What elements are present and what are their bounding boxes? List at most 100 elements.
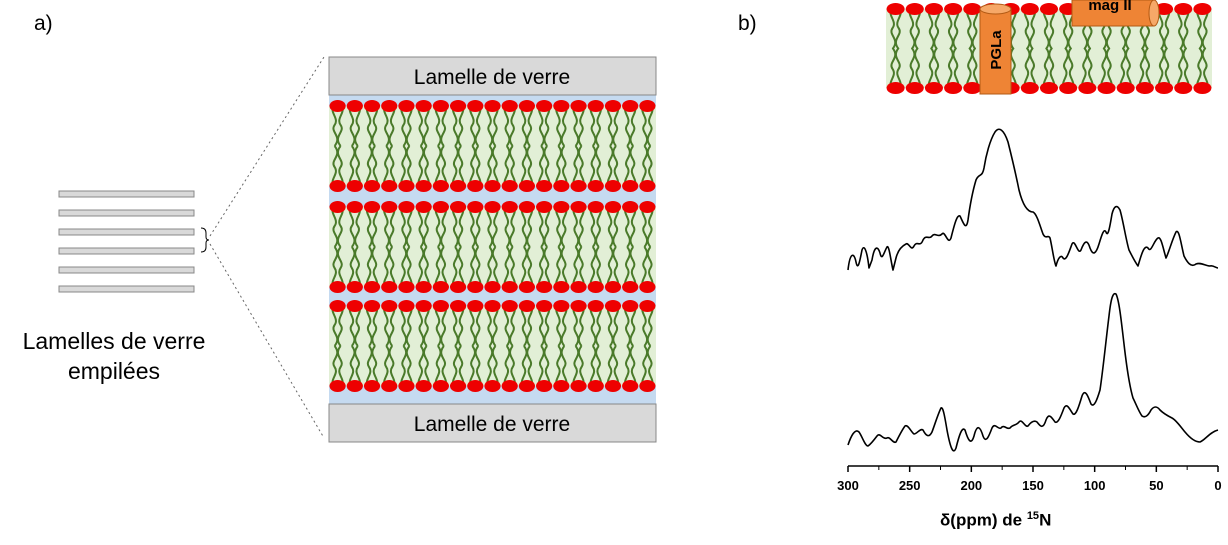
lipid-headgroup	[381, 201, 398, 213]
lipid-headgroup	[622, 300, 639, 312]
lipid-headgroup	[536, 100, 553, 112]
lipid-headgroup	[432, 180, 449, 192]
stacked-slide	[58, 190, 195, 198]
top-glass-slide	[328, 56, 657, 96]
lipid-headgroup	[398, 201, 415, 213]
lipid-headgroup	[518, 180, 536, 192]
lipid-headgroup	[1155, 3, 1174, 15]
stacked-slide	[58, 209, 195, 217]
lipid-headgroup	[415, 380, 432, 392]
lipid-headgroup	[570, 180, 587, 192]
lipid-headgroup	[536, 180, 553, 192]
lipid-headgroup	[886, 3, 905, 15]
lipid-headgroup	[553, 300, 570, 312]
lipid-headgroup	[1097, 82, 1116, 94]
lipid-headgroup	[329, 300, 346, 312]
lipid-headgroup	[398, 100, 415, 112]
peptide-pgla: PGLa	[979, 3, 1012, 95]
lipid-headgroup	[432, 281, 449, 293]
lipid-headgroup	[432, 100, 449, 112]
lipid-headgroup	[924, 82, 943, 94]
lipid-headgroup	[432, 380, 449, 392]
lipid-headgroup	[518, 300, 536, 312]
lipid-headgroup	[329, 380, 346, 392]
peptide-magii-end	[1148, 0, 1160, 27]
lipid-headgroup	[346, 100, 363, 112]
peptide-pgla-top	[979, 3, 1012, 15]
lipid-headgroup	[363, 380, 381, 392]
zoom-line-top	[209, 56, 325, 237]
lipid-headgroup	[1174, 82, 1193, 94]
lipid-headgroup	[622, 100, 639, 112]
lipid-headgroup	[484, 180, 501, 192]
lipid-headgroup	[570, 201, 587, 213]
x-axis-tick-label: 300	[837, 478, 859, 493]
lipid-headgroup	[484, 100, 501, 112]
lipid-headgroup	[944, 3, 963, 15]
stacked-slides-caption: Lamelles de verre empilées	[0, 326, 228, 386]
lipid-headgroup	[501, 201, 518, 213]
x-axis-title-prefix: δ(ppm) de	[940, 510, 1027, 530]
top-glass-slide-label: Lamelle de verre	[414, 66, 570, 89]
lipid-headgroup	[346, 201, 363, 213]
lipid-headgroup	[1193, 82, 1212, 94]
lipid-headgroup	[501, 180, 518, 192]
lipid-headgroup	[886, 82, 905, 94]
lipid-headgroup	[587, 281, 604, 293]
lipid-headgroup	[449, 100, 467, 112]
lipid-headgroup	[963, 82, 982, 94]
stacked-slide	[58, 285, 195, 293]
lipid-headgroup	[963, 3, 982, 15]
lipid-headgroup	[570, 300, 587, 312]
lipid-headgroup	[449, 281, 467, 293]
lipid-headgroup	[415, 281, 432, 293]
lipid-headgroup	[518, 380, 536, 392]
lipid-headgroup	[432, 201, 449, 213]
panel-a-label: a)	[34, 12, 53, 35]
lipid-headgroup	[1155, 82, 1174, 94]
lipid-headgroup	[622, 201, 639, 213]
lipid-headgroup	[639, 201, 656, 213]
lipid-headgroup	[415, 300, 432, 312]
lipid-headgroup	[536, 281, 553, 293]
lipid-headgroup	[501, 281, 518, 293]
lipid-headgroup	[639, 300, 656, 312]
lipid-headgroup	[1020, 3, 1039, 15]
lipid-headgroup	[346, 300, 363, 312]
lipid-headgroup	[381, 100, 398, 112]
lipid-headgroup	[449, 300, 467, 312]
lipid-headgroup	[536, 300, 553, 312]
peptide-magii-label: mag II	[1088, 0, 1131, 14]
lipid-headgroup	[449, 180, 467, 192]
lipid-headgroup	[1193, 3, 1212, 15]
peptide-pgla-body	[979, 8, 1012, 95]
x-axis-tick-label: 200	[960, 478, 982, 493]
stacked-slide	[58, 247, 195, 255]
lipid-headgroup	[1078, 82, 1097, 94]
lipid-headgroup	[467, 380, 484, 392]
lipid-headgroup	[924, 3, 943, 15]
peptide-magii-body	[1071, 0, 1155, 27]
lipid-headgroup	[484, 281, 501, 293]
bilayer-core	[329, 106, 656, 186]
lipid-headgroup	[587, 300, 604, 312]
lipid-headgroup	[570, 281, 587, 293]
lipid-headgroup	[536, 201, 553, 213]
stack-bracket	[200, 227, 210, 253]
lipid-headgroup	[329, 201, 346, 213]
lipid-headgroup	[467, 281, 484, 293]
lipid-headgroup	[398, 380, 415, 392]
lipid-headgroup	[363, 300, 381, 312]
lipid-headgroup	[467, 100, 484, 112]
lipid-headgroup	[570, 380, 587, 392]
x-axis-tick-label: 0	[1214, 478, 1221, 493]
lipid-headgroup	[622, 180, 639, 192]
lipid-headgroup	[381, 281, 398, 293]
lipid-headgroup	[604, 300, 622, 312]
lipid-headgroup	[639, 100, 656, 112]
lipid-headgroup	[1039, 3, 1059, 15]
lipid-headgroup	[1020, 82, 1039, 94]
lipid-headgroup	[944, 82, 963, 94]
lipid-headgroup	[432, 300, 449, 312]
